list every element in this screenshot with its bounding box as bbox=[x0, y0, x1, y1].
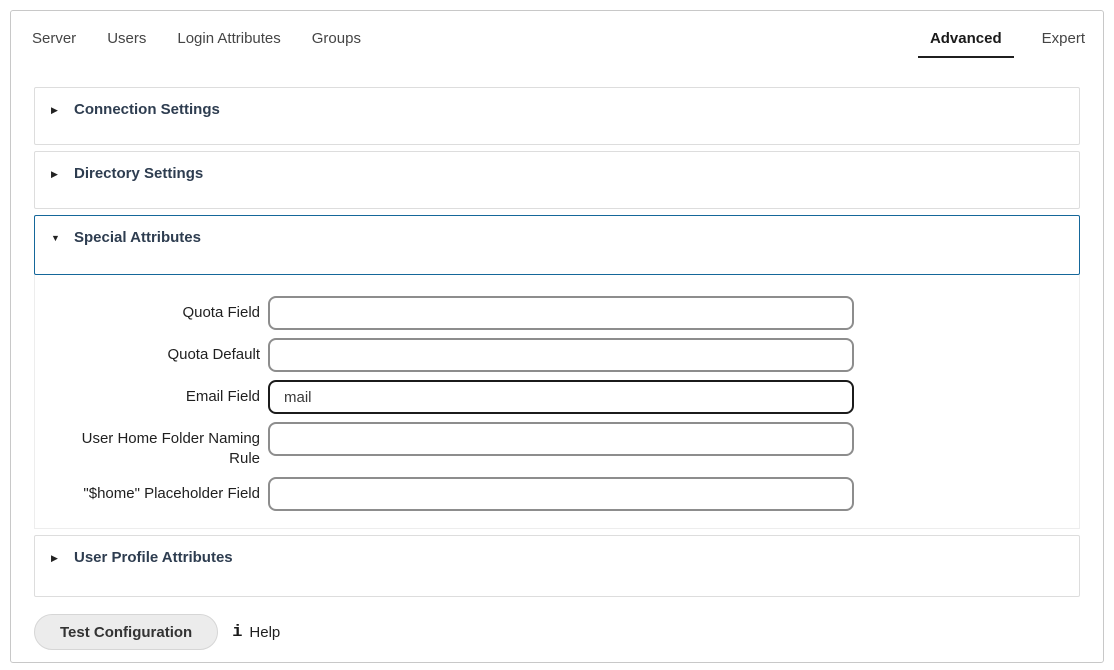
info-icon: i bbox=[232, 622, 243, 642]
test-configuration-button[interactable]: Test Configuration bbox=[34, 614, 219, 650]
triangle-down-icon: ▼ bbox=[51, 233, 60, 243]
email-field-label: Email Field bbox=[185, 388, 260, 405]
tab-server[interactable]: Server bbox=[32, 30, 77, 47]
form-row-home-placeholder-field: "$home" Placeholder Field bbox=[35, 477, 1079, 511]
section-title-connection-settings: Connection Settings bbox=[74, 101, 220, 118]
form-row-home-folder-naming-rule: User Home Folder Naming Rule bbox=[35, 422, 1079, 469]
section-special-attributes[interactable]: ▼ Special Attributes bbox=[34, 215, 1080, 275]
ldap-wizard-panel: Server Users Login Attributes Groups Adv… bbox=[10, 10, 1104, 663]
quota-default-label: Quota Default bbox=[167, 346, 260, 363]
home-placeholder-field-label: "$home" Placeholder Field bbox=[83, 485, 260, 502]
home-folder-naming-rule-label: User Home Folder Naming Rule bbox=[81, 430, 260, 467]
section-title-special-attributes: Special Attributes bbox=[74, 229, 201, 246]
special-attributes-form: Quota Field Quota Default Email Field Us… bbox=[34, 275, 1080, 529]
quota-default-input[interactable] bbox=[268, 338, 854, 372]
email-field-input[interactable] bbox=[268, 380, 854, 414]
tab-group-right: Advanced Expert bbox=[917, 30, 1085, 58]
tab-expert[interactable]: Expert bbox=[1041, 30, 1085, 47]
home-placeholder-field-input[interactable] bbox=[268, 477, 854, 511]
form-row-quota-default: Quota Default bbox=[35, 338, 1079, 372]
section-directory-settings[interactable]: ▶ Directory Settings bbox=[34, 151, 1080, 209]
tab-group-left: Server Users Login Attributes Groups bbox=[32, 30, 361, 47]
triangle-right-icon: ▶ bbox=[51, 105, 58, 115]
tab-bar: Server Users Login Attributes Groups Adv… bbox=[11, 11, 1103, 58]
quota-field-input[interactable] bbox=[268, 296, 854, 330]
section-connection-settings[interactable]: ▶ Connection Settings bbox=[34, 87, 1080, 145]
section-title-directory-settings: Directory Settings bbox=[74, 165, 204, 182]
accordion-sections: ▶ Connection Settings ▶ Directory Settin… bbox=[11, 87, 1103, 597]
tab-advanced[interactable]: Advanced bbox=[917, 30, 1014, 58]
quota-field-label: Quota Field bbox=[182, 304, 260, 321]
form-row-email-field: Email Field bbox=[35, 380, 1079, 414]
section-title-user-profile-attributes: User Profile Attributes bbox=[74, 549, 233, 566]
home-folder-naming-rule-input[interactable] bbox=[268, 422, 854, 456]
tab-groups[interactable]: Groups bbox=[311, 30, 361, 47]
tab-login-attributes[interactable]: Login Attributes bbox=[177, 30, 281, 47]
triangle-right-icon: ▶ bbox=[51, 169, 58, 179]
form-row-quota-field: Quota Field bbox=[35, 296, 1079, 330]
triangle-right-icon: ▶ bbox=[51, 553, 58, 563]
section-user-profile-attributes[interactable]: ▶ User Profile Attributes bbox=[34, 535, 1080, 597]
help-link[interactable]: Help bbox=[249, 623, 281, 641]
tab-users[interactable]: Users bbox=[107, 30, 147, 47]
footer-bar: Test Configuration i Help bbox=[11, 603, 1103, 650]
